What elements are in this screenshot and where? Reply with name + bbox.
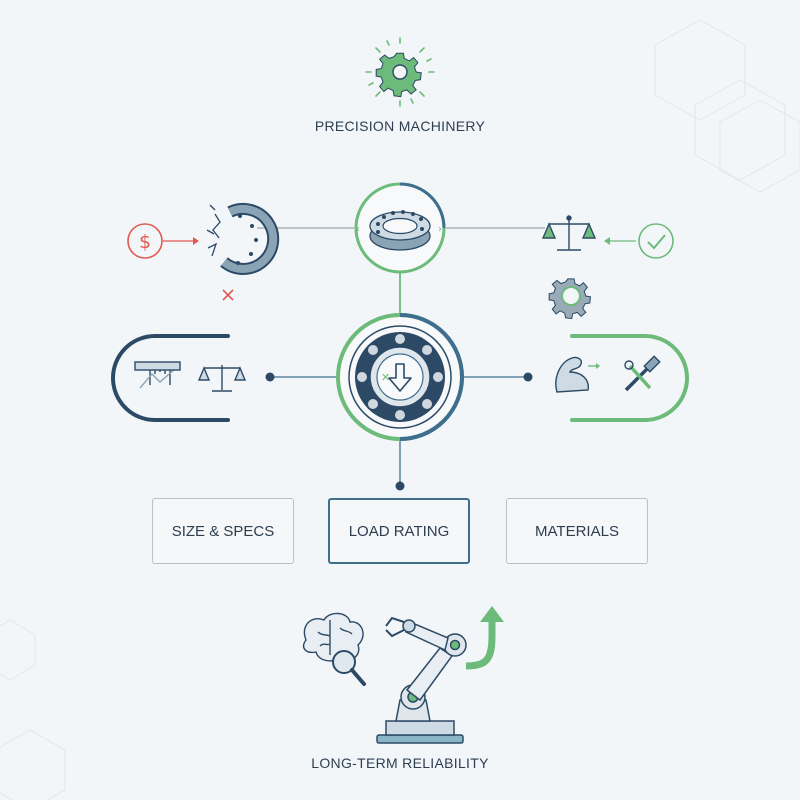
page-title: PRECISION MACHINERY bbox=[314, 118, 486, 134]
arrow-head-red bbox=[193, 237, 199, 245]
up-arrow-icon bbox=[465, 606, 504, 670]
cross-icon bbox=[222, 289, 234, 301]
robot-arm-icon bbox=[376, 616, 467, 744]
box-label: LOAD RATING bbox=[348, 522, 450, 540]
footer-title: LONG-TERM RELIABILITY bbox=[311, 755, 489, 771]
right-pill bbox=[570, 334, 689, 422]
arrow-head-green bbox=[604, 237, 610, 245]
load-rating-box[interactable]: LOAD RATING bbox=[328, 498, 470, 564]
svg-text:✕: ✕ bbox=[381, 371, 390, 384]
check-icon bbox=[638, 223, 674, 259]
caliper-icon bbox=[134, 361, 181, 389]
svg-text:$: $ bbox=[139, 231, 151, 253]
brain-icon bbox=[302, 612, 364, 662]
size-specs-box[interactable]: SIZE & SPECS bbox=[152, 498, 294, 564]
gear-icon-right bbox=[548, 278, 592, 320]
svg-text:‹: ‹ bbox=[356, 224, 360, 235]
box-label: MATERIALS bbox=[535, 522, 619, 540]
muscle-arm-icon bbox=[555, 356, 600, 393]
gear-icon bbox=[365, 37, 435, 107]
box-label: SIZE & SPECS bbox=[171, 522, 275, 540]
svg-text:›: › bbox=[438, 224, 442, 235]
balance-scale-icon bbox=[197, 365, 247, 392]
background-hexagons bbox=[0, 19, 800, 800]
left-pill bbox=[111, 334, 230, 422]
dollar-icon: $ bbox=[127, 223, 163, 259]
magnifier-icon bbox=[332, 650, 366, 686]
broken-bearing-icon bbox=[206, 202, 280, 275]
connector-dots bbox=[265, 372, 533, 491]
hammer-wrench-icon bbox=[624, 355, 661, 392]
balance-scale-icon-right bbox=[541, 215, 597, 251]
materials-box[interactable]: MATERIALS bbox=[506, 498, 648, 564]
center-bearing-icon: ✕ bbox=[336, 313, 464, 441]
bearing-icon: ‹ › bbox=[354, 182, 446, 274]
